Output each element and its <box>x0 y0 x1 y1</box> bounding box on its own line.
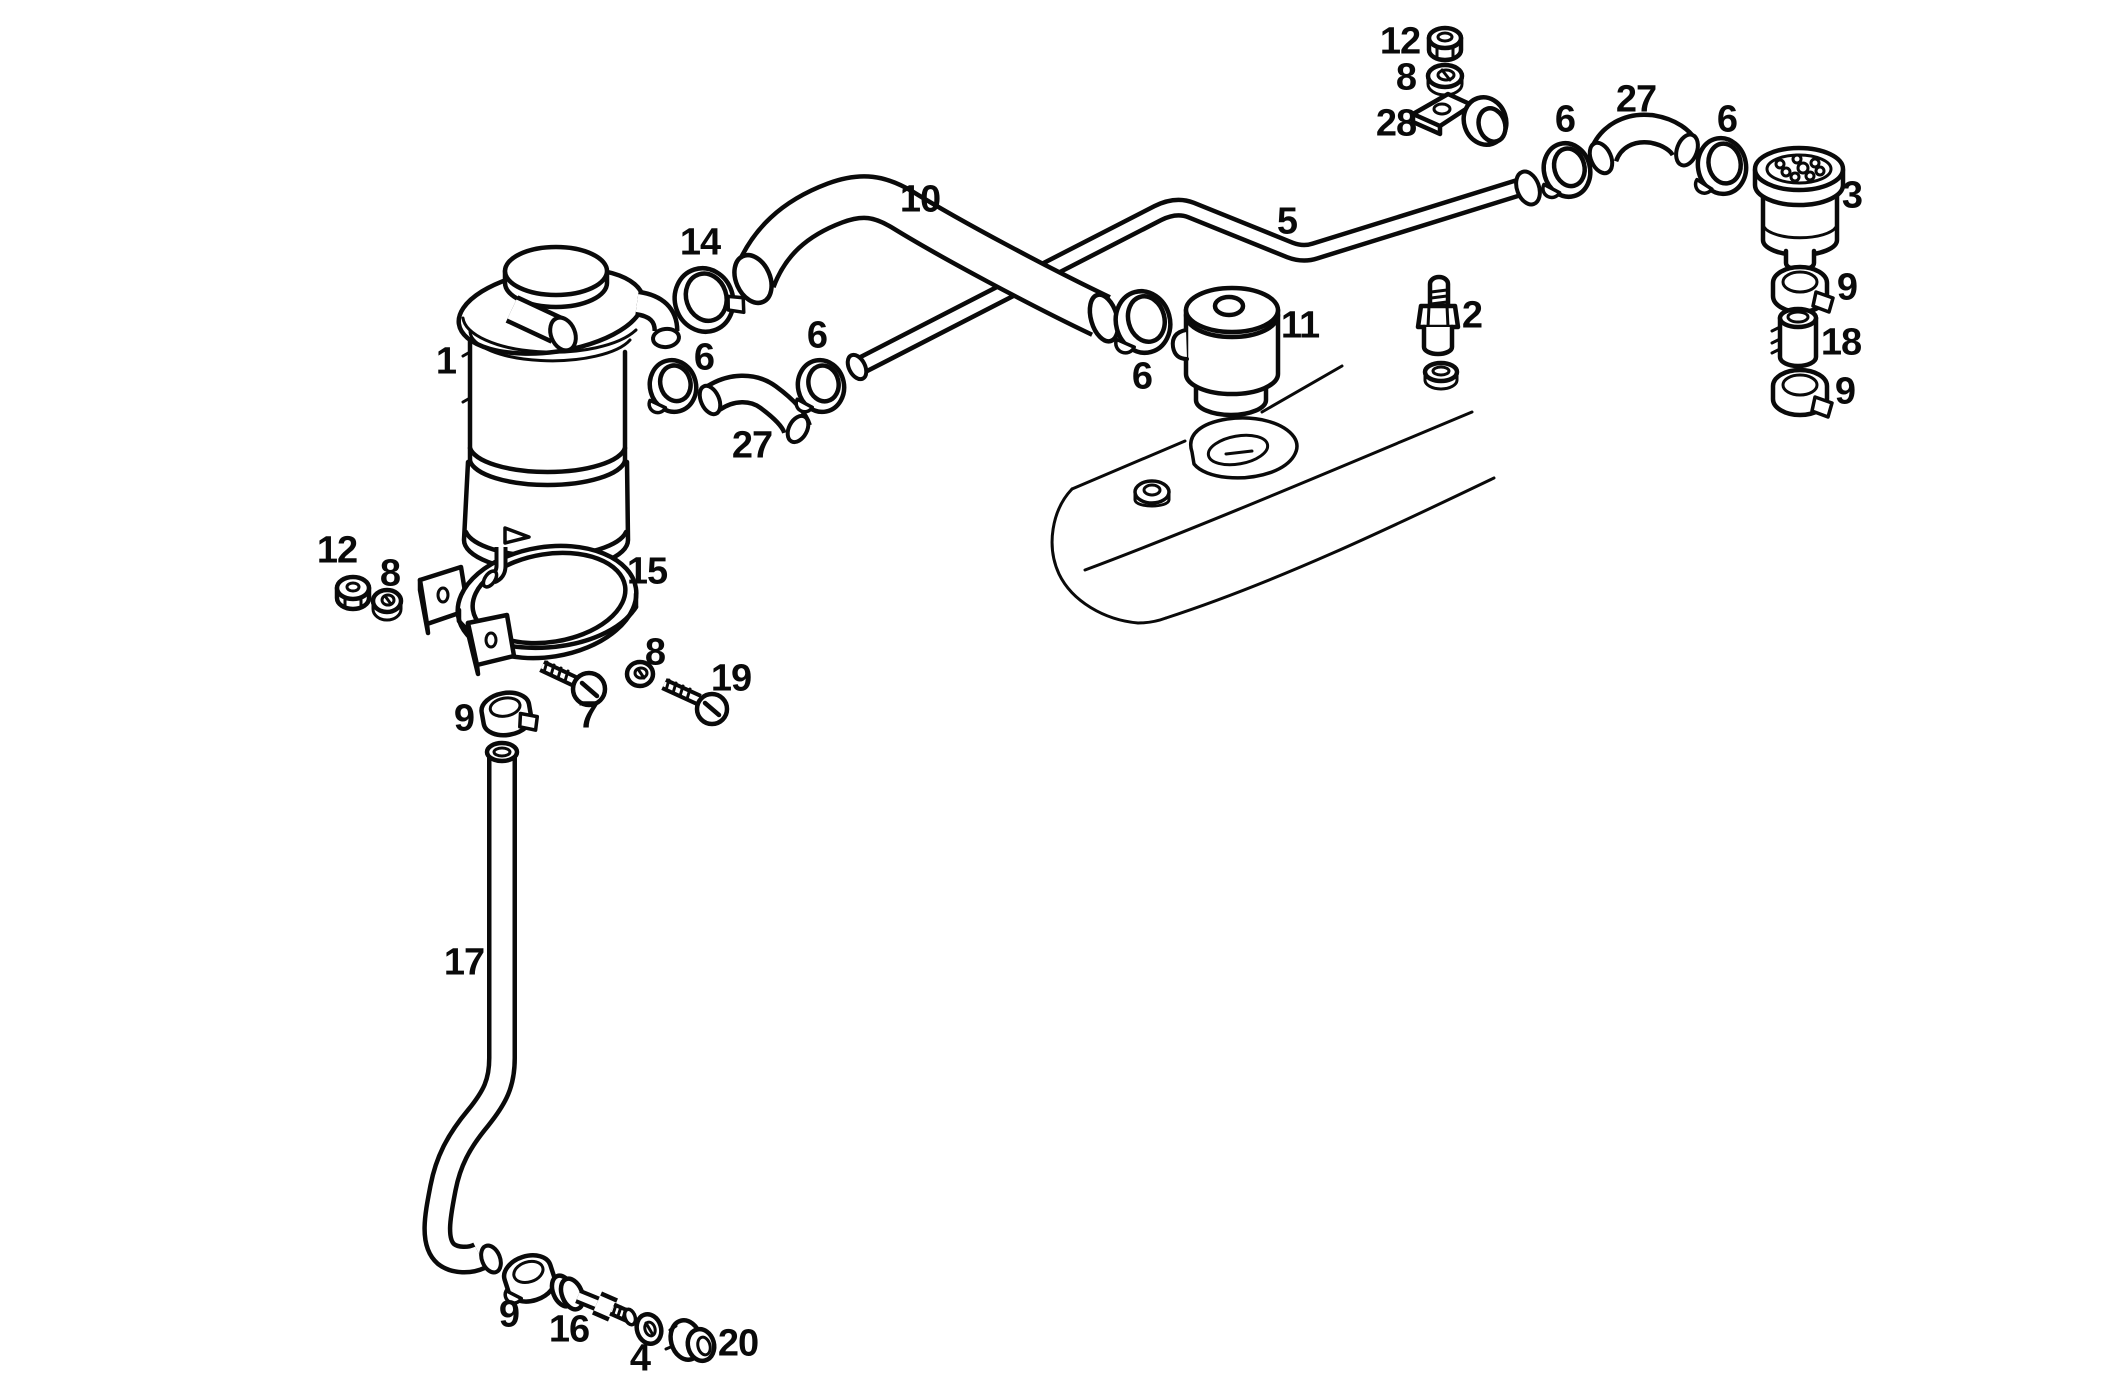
part-label-nut: 12 <box>316 529 358 572</box>
part-label-clamp: 9 <box>1836 266 1858 309</box>
vent-valve-2 <box>1415 274 1461 391</box>
hose-clamp-6c <box>1113 289 1173 355</box>
part-label-vent-valve: 2 <box>1461 294 1483 337</box>
part-label-hose-clamp: 6 <box>1716 98 1738 141</box>
part-label-washer: 8 <box>644 631 666 674</box>
part-label-elbow-hose: 27 <box>731 424 773 467</box>
part-label-breather-filter: 3 <box>1841 174 1863 217</box>
part-label-seal-washer: 4 <box>629 1337 651 1380</box>
part-label-hose-clamp-large: 14 <box>679 221 721 264</box>
part-label-nut: 12 <box>1379 20 1421 63</box>
part-label-mounting-clamp-band: 15 <box>626 550 668 593</box>
clamp-9c <box>1770 264 1835 315</box>
clamp-9d <box>1770 367 1834 419</box>
bolt-19 <box>661 678 730 727</box>
hose-clamp-6e <box>1693 135 1749 197</box>
elbow-hose-27a <box>697 373 812 445</box>
valve-cover <box>1050 364 1496 625</box>
hose-clamp-6b <box>794 357 847 415</box>
pipe-bracket-28 <box>1410 91 1509 147</box>
nipple-fitting-16 <box>549 1273 638 1327</box>
part-label-oil-separator-canister: 1 <box>435 340 457 383</box>
nut-12-left <box>334 574 372 612</box>
part-label-clamp: 9 <box>1834 370 1856 413</box>
part-label-breather-hose: 10 <box>899 178 941 221</box>
vent-pipe <box>845 169 1542 382</box>
part-label-washer: 8 <box>379 552 401 595</box>
washer-8-left <box>370 587 404 622</box>
washer-8-mid <box>624 659 656 689</box>
part-label-hose-clamp: 6 <box>1554 98 1576 141</box>
part-label-hose-clamp: 6 <box>806 314 828 357</box>
hose-clamp-6d <box>1541 140 1593 200</box>
part-label-hose-clamp: 6 <box>1131 355 1153 398</box>
part-label-bolt: 7 <box>577 694 599 737</box>
part-label-clamp: 9 <box>453 697 475 740</box>
part-label-pipe-bracket: 28 <box>1375 102 1417 145</box>
part-label-sleeve: 18 <box>1820 321 1862 364</box>
part-label-vent-pipe: 5 <box>1276 200 1298 243</box>
washer-8-top <box>1425 62 1465 97</box>
part-label-breather-grommet: 11 <box>1280 304 1320 347</box>
clamp-9a <box>479 690 540 738</box>
part-label-hose-clamp: 6 <box>693 336 715 379</box>
sleeve-18 <box>1770 306 1819 369</box>
plug-20 <box>664 1318 717 1364</box>
part-label-bolt: 19 <box>710 657 752 700</box>
canister-drain-spout <box>481 526 531 589</box>
part-label-washer: 8 <box>1395 56 1417 99</box>
seal-washer-4 <box>634 1312 664 1346</box>
bolt-7 <box>539 660 608 708</box>
part-label-clamp: 9 <box>498 1293 520 1336</box>
drain-tube-17 <box>422 740 520 1275</box>
part-label-elbow-hose: 27 <box>1615 78 1657 121</box>
part-label-drain-tube: 17 <box>443 941 485 984</box>
hose-clamp-6a <box>647 357 699 415</box>
nut-12-top <box>1426 25 1464 63</box>
breather-grommet-11 <box>1170 285 1281 418</box>
part-label-plug: 20 <box>717 1322 759 1365</box>
breather-filter-3 <box>1752 145 1846 273</box>
elbow-hose-27b <box>1587 112 1700 176</box>
hose-clamp-14 <box>672 266 746 334</box>
part-label-nipple-fitting: 16 <box>548 1308 590 1351</box>
